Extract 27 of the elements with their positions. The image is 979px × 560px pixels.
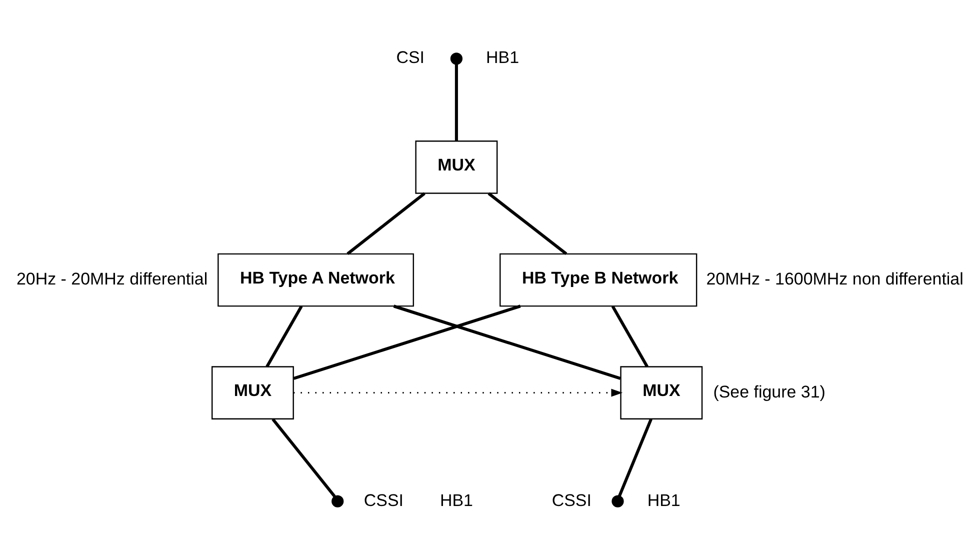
node-box: MUX <box>415 140 498 194</box>
connector <box>272 418 336 498</box>
node-circle <box>450 52 463 65</box>
node-label: HB1 <box>486 48 520 68</box>
node-box: HB Type A Network <box>218 253 414 307</box>
connector <box>454 64 458 142</box>
node-label: 20Hz - 20MHz differential <box>16 269 208 288</box>
connector <box>346 192 426 256</box>
node-circle <box>612 495 624 508</box>
connector <box>618 418 652 497</box>
connector <box>393 304 621 380</box>
arrow <box>293 388 623 397</box>
node-box: MUX <box>211 366 294 420</box>
connector <box>488 192 568 256</box>
node-label: (See figure 31) <box>713 382 826 402</box>
node-label: CSSI <box>364 490 404 510</box>
node-box: HB Type B Network <box>500 253 698 307</box>
node-label: HB1 <box>647 490 680 510</box>
node-label: HB1 <box>440 490 473 510</box>
node-circle <box>332 495 344 508</box>
connector <box>611 306 648 368</box>
connector <box>293 304 521 380</box>
node-label: CSSI <box>552 490 592 510</box>
node-label: CSI <box>396 48 425 68</box>
node-box: MUX <box>620 366 703 420</box>
node-label: 20MHz - 1600MHz non differential <box>706 269 964 288</box>
connector <box>266 306 303 368</box>
